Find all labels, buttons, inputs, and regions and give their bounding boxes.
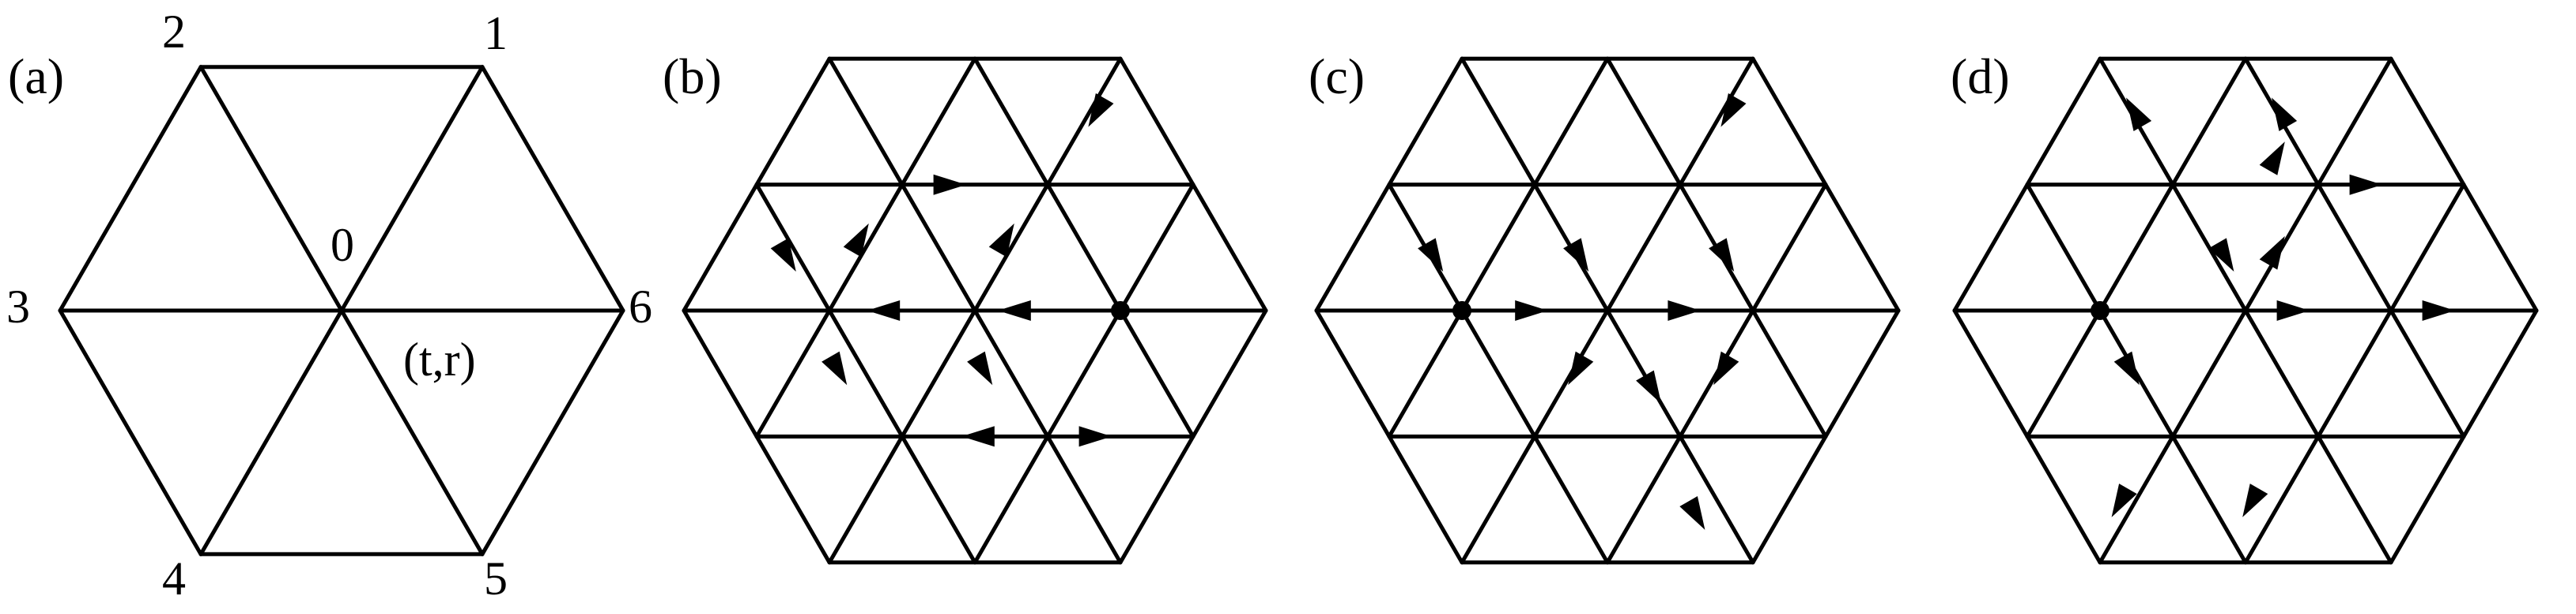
- arrow-head: [2259, 235, 2285, 270]
- panel-d: (d): [1951, 48, 2539, 565]
- arrow-head: [2113, 351, 2140, 386]
- lattice-line: [2025, 56, 2248, 439]
- arrow-head: [933, 174, 967, 195]
- arrow-head: [961, 426, 995, 447]
- arrow-head: [770, 238, 796, 272]
- panel-c-label: (c): [1309, 48, 1365, 104]
- lattice-line: [1460, 56, 1755, 565]
- lattice-line: [754, 56, 977, 439]
- lattice-line: [2098, 56, 2393, 565]
- arrow-head: [998, 300, 1031, 321]
- arrow-head: [1720, 93, 1747, 127]
- lattice-line: [827, 56, 1123, 565]
- vertex-label-6: 6: [629, 281, 652, 333]
- panel-c-lattice: [1314, 56, 1901, 565]
- arrow-head: [867, 300, 901, 321]
- panel-d-label: (d): [1951, 48, 2010, 104]
- hexagon-edge: [58, 308, 203, 556]
- arrow-head: [2111, 484, 2137, 518]
- lattice-line: [754, 183, 977, 565]
- vertex-label-2: 2: [162, 6, 186, 58]
- hexagon-edge: [480, 65, 625, 313]
- arrow-head: [988, 223, 1014, 258]
- panel-b-label: (b): [663, 48, 722, 104]
- panel-c-arrows: [1418, 93, 1747, 530]
- arrow-head: [2208, 238, 2234, 272]
- arrow-head: [1563, 238, 1589, 272]
- lattice-line: [973, 183, 1195, 565]
- arrow-head: [2259, 141, 2285, 175]
- panel-b-arrows: [770, 93, 1130, 447]
- lattice-line: [1387, 56, 1610, 439]
- site-node: [1452, 301, 1471, 320]
- panel-d-arrows: [2091, 97, 2456, 518]
- spoke-edge: [339, 65, 485, 313]
- arrow-head: [1568, 351, 1594, 386]
- panel-b-lattice: [682, 56, 1268, 565]
- panel-c: (c): [1309, 48, 1901, 565]
- vertex-label-3: 3: [6, 281, 30, 333]
- arrow-head: [1418, 238, 1444, 272]
- arrow-head: [2349, 174, 2383, 195]
- spoke-edge: [198, 65, 344, 313]
- edge-label: (t,r): [403, 333, 476, 386]
- arrow-head: [2242, 484, 2268, 518]
- panel-b: (b): [663, 48, 1268, 565]
- arrow-head: [2126, 97, 2152, 131]
- arrow-head: [1709, 238, 1735, 272]
- hexagon-edge: [480, 308, 625, 556]
- center-label: 0: [330, 219, 354, 271]
- panel-a-label: (a): [8, 48, 64, 104]
- lattice-line: [2243, 183, 2466, 565]
- vertex-label-4: 4: [162, 552, 186, 605]
- arrow-head: [1636, 370, 1662, 405]
- arrow-head: [843, 223, 869, 258]
- site-node: [1111, 301, 1130, 320]
- spoke-edge: [198, 308, 344, 556]
- arrow-head: [2272, 97, 2298, 131]
- panel-a-hexagon: [58, 65, 625, 556]
- arrow-head: [1713, 351, 1739, 386]
- hexagon-edge: [58, 65, 203, 313]
- arrow-head: [1088, 93, 1114, 127]
- arrow-head: [1668, 300, 1701, 321]
- arrow-head: [822, 351, 848, 386]
- arrow-head: [1078, 426, 1112, 447]
- arrow-head: [1679, 495, 1705, 530]
- spoke-edge: [339, 308, 485, 556]
- arrow-head: [967, 351, 993, 386]
- vertex-label-1: 1: [484, 7, 508, 59]
- panel-a: (a) 1 2 3 4 5 6 0 (t,r): [6, 6, 652, 605]
- site-node: [2091, 301, 2110, 320]
- vertex-label-5: 5: [484, 552, 508, 605]
- lattice-line: [973, 56, 1195, 439]
- arrow-head: [1515, 300, 1548, 321]
- arrow-head: [2422, 300, 2456, 321]
- arrow-head: [2276, 300, 2310, 321]
